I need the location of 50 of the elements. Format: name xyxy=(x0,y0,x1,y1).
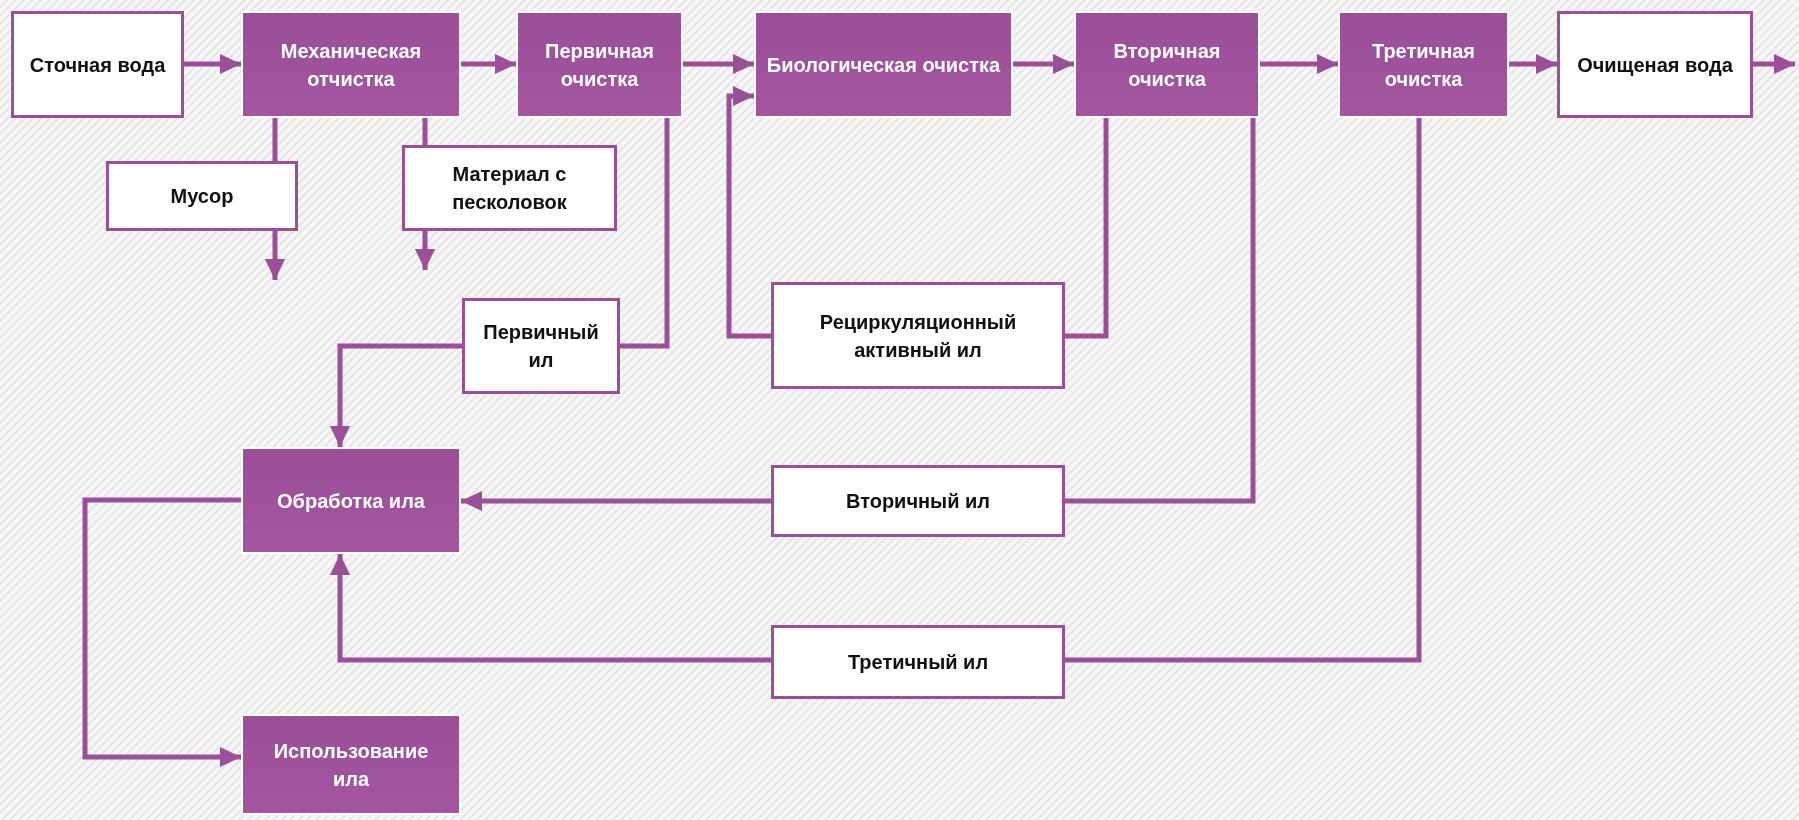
arrow xyxy=(1509,53,1557,75)
box-label: Биологическая очистка xyxy=(766,52,1001,78)
arrow xyxy=(329,554,771,663)
connector-line xyxy=(620,118,670,349)
box-label: Механическая отчистка xyxy=(279,38,423,92)
connector-line xyxy=(1065,118,1256,504)
process-box xyxy=(241,714,461,815)
box-label: Использование ила xyxy=(272,738,430,792)
output-box xyxy=(771,282,1065,389)
output-box xyxy=(106,161,298,231)
box-label: Вторичный ил xyxy=(845,489,991,514)
arrow xyxy=(1753,53,1795,75)
box-label: Первичный ил xyxy=(482,320,600,373)
box-label: Первичная очистка xyxy=(544,38,655,92)
box-label: Рециркуляционный активный ил xyxy=(818,309,1018,363)
arrow xyxy=(726,85,771,339)
process-box xyxy=(241,11,461,118)
box-label: Обработка ила xyxy=(277,488,425,514)
output-box xyxy=(771,465,1065,537)
box-label: Сточная вода xyxy=(29,52,166,78)
arrow xyxy=(461,53,516,75)
output-box xyxy=(771,625,1065,699)
connector-line xyxy=(272,118,278,161)
arrow xyxy=(329,343,462,447)
connector-line xyxy=(1065,118,1422,663)
process-box xyxy=(1074,11,1260,118)
arrow xyxy=(1260,53,1338,75)
box-label: Третичная очистка xyxy=(1370,38,1477,92)
box-label: Очищеная вода xyxy=(1577,52,1733,78)
box-label: Третичный ил xyxy=(847,650,989,675)
arrow xyxy=(683,53,754,75)
connector-line xyxy=(422,118,428,145)
process-box xyxy=(754,11,1013,118)
output-box xyxy=(462,298,620,394)
connector-line xyxy=(1065,118,1109,339)
arrow xyxy=(1013,53,1074,75)
arrow xyxy=(414,231,436,270)
process-box xyxy=(1338,11,1509,118)
arrow xyxy=(184,53,241,75)
box-label: Материал с песколовок xyxy=(451,162,568,215)
box-label: Мусор xyxy=(170,184,234,209)
box-label: Вторичная очистка xyxy=(1112,38,1222,92)
process-box xyxy=(516,11,683,118)
arrow xyxy=(461,490,771,512)
output-box xyxy=(11,11,184,118)
arrow xyxy=(264,231,286,280)
process-box xyxy=(241,447,461,554)
output-box xyxy=(402,145,617,231)
output-box xyxy=(1557,11,1753,118)
arrow xyxy=(82,497,241,768)
